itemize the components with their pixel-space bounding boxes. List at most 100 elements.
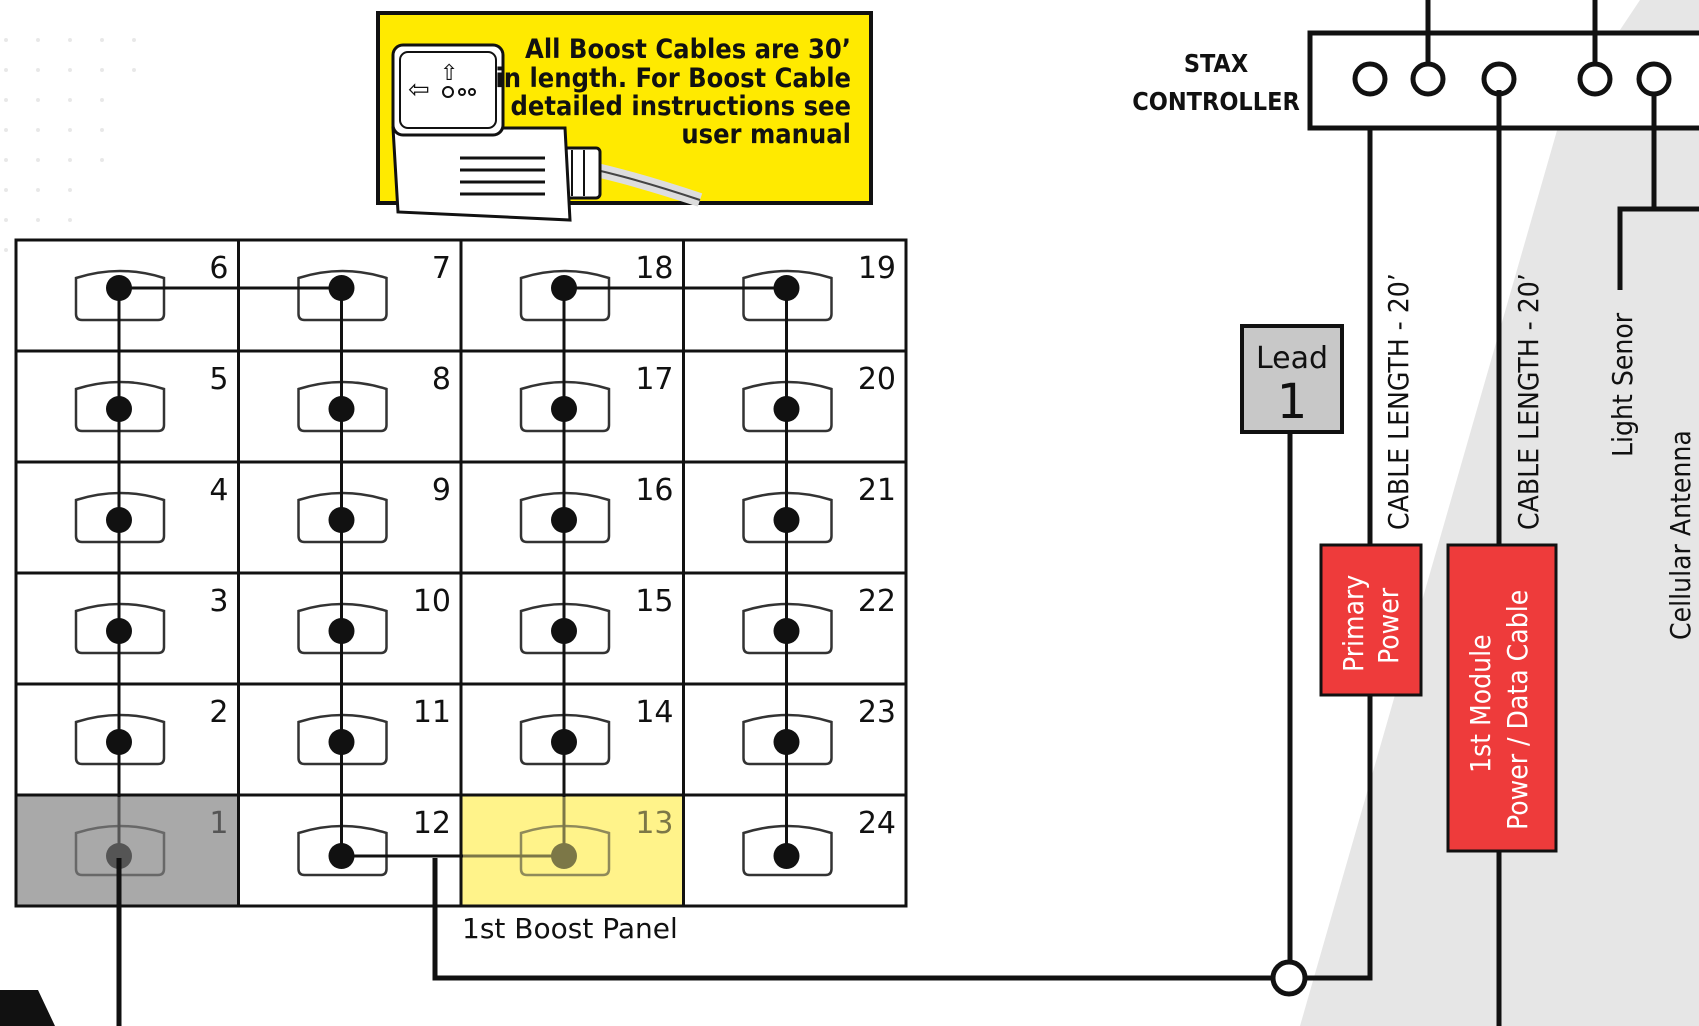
backdrop-dot [68, 68, 72, 72]
panel-cell-number: 14 [635, 695, 673, 730]
connection-node [551, 275, 577, 301]
panel-cell-number: 24 [858, 806, 896, 841]
panel-cell-number: 7 [432, 251, 451, 286]
backdrop-dot [4, 158, 8, 162]
panel-cell-number: 15 [635, 584, 673, 619]
connection-node [106, 729, 132, 755]
cellular-antenna-label: Cellular Antenna [1664, 430, 1697, 640]
lead-box: Lead 1 [1240, 324, 1344, 434]
connection-node [551, 618, 577, 644]
module-outline-icon [519, 269, 611, 322]
connection-node [328, 729, 355, 755]
connection-node [106, 396, 132, 422]
note-line-2: in length. For Boost Cable [495, 63, 851, 94]
cable-length-label-2: CABLE LENGTH - 20’ [1512, 273, 1545, 530]
connection-node [551, 729, 577, 755]
connection-node [773, 275, 800, 301]
backdrop-dot [4, 98, 8, 102]
connection-node [773, 843, 800, 869]
panel-cell-number: 20 [858, 362, 896, 397]
connection-node [106, 843, 132, 869]
dotted-background [4, 38, 136, 252]
connection-node [328, 507, 355, 533]
backdrop-dot [68, 38, 72, 42]
controller-port-2 [1410, 61, 1446, 97]
backdrop-dot [100, 98, 104, 102]
highlight-overlay [18, 797, 237, 904]
panel-cell-number: 5 [209, 362, 228, 397]
stax-controller: STAX CONTROLLER [1132, 0, 1699, 131]
connection-node [106, 618, 132, 644]
backdrop-dot [132, 38, 136, 42]
backdrop-dot [68, 128, 72, 132]
highlight-overlay [463, 797, 682, 904]
backdrop-dot [36, 188, 40, 192]
panel-cell-number: 12 [413, 806, 451, 841]
panel-cell-number: 9 [432, 473, 451, 508]
module-line2: Power / Data Cable [1501, 590, 1534, 830]
wire-cell12-to-junction [432, 858, 1288, 981]
primary-power-box: Primary Power [1319, 543, 1423, 697]
connection-node [551, 843, 577, 869]
backdrop-dot [132, 68, 136, 72]
panel-label: 1st Boost Panel [462, 912, 678, 945]
module-power-data-box: 1st Module Power / Data Cable [1446, 543, 1558, 853]
sensor-fork-branches [1617, 206, 1699, 290]
panel-cell-number: 1 [209, 806, 228, 841]
backdrop-dot [36, 128, 40, 132]
backdrop-dot [100, 128, 104, 132]
primary-power-line1: Primary [1337, 575, 1370, 672]
arrow-glyph: ⇦ [408, 75, 430, 105]
backdrop-dot [36, 98, 40, 102]
note-line-1: All Boost Cables are 30’ [525, 34, 851, 65]
backdrop-dot [4, 248, 8, 252]
connection-node [773, 618, 800, 644]
panel-cell-number: 22 [858, 584, 896, 619]
backdrop-dot [100, 158, 104, 162]
light-sensor-label: Light Senor [1606, 312, 1639, 457]
backdrop-dot [100, 38, 104, 42]
panel-cell-number: 13 [635, 806, 673, 841]
corner-shape [0, 990, 55, 1026]
backdrop-dot [36, 38, 40, 42]
panel-cell-number: 18 [635, 251, 673, 286]
panel-cell-number: 23 [858, 695, 896, 730]
lead-word: Lead [1256, 341, 1328, 376]
panel-cell-number: 8 [432, 362, 451, 397]
panel-cell-bg [459, 460, 685, 575]
panel-cell-number: 11 [413, 695, 451, 730]
backdrop-dot [68, 188, 72, 192]
panel-cell-number: 21 [858, 473, 896, 508]
lead-number: 1 [1277, 374, 1308, 430]
connection-node [328, 275, 355, 301]
backdrop-dot [36, 68, 40, 72]
controller-port-4 [1577, 61, 1613, 97]
note-line-4: user manual [681, 119, 851, 150]
module-outline-icon [297, 269, 388, 322]
connection-node [328, 843, 355, 869]
junction-to-primary-wire [1305, 90, 1373, 981]
backdrop-dot [100, 68, 104, 72]
backdrop-dot [4, 68, 8, 72]
connection-node [328, 618, 355, 644]
controller-port-5 [1636, 61, 1672, 97]
controller-port-3 [1481, 61, 1517, 97]
backdrop-dot [36, 218, 40, 222]
panel-cell-number: 2 [209, 695, 228, 730]
panel-cell-number: 19 [858, 251, 896, 286]
backdrop-dot [4, 38, 8, 42]
panel-cell-number: 16 [635, 473, 673, 508]
connection-node [328, 396, 355, 422]
connection-node [106, 275, 132, 301]
note-line-3: detailed instructions see [511, 91, 851, 122]
panel-cell: 16 [459, 460, 685, 575]
panel-cell-number: 4 [209, 473, 228, 508]
connection-node [106, 507, 132, 533]
connection-node [773, 396, 800, 422]
module-outline-icon [74, 269, 166, 322]
cable-length-label-1: CABLE LENGTH - 20’ [1382, 273, 1415, 530]
backdrop-dot [68, 158, 72, 162]
boost-cable-connector-icon: ⇦ ⇧ [391, 43, 703, 222]
module-line1: 1st Module [1464, 634, 1497, 773]
boost-cable-note: ⇦ ⇧ All Boost Cables are 30’ in length. … [376, 11, 873, 222]
